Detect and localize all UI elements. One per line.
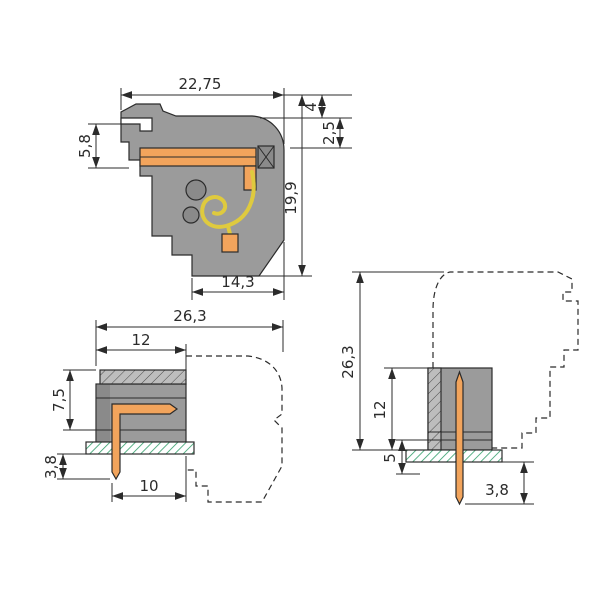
bottom-view: 26,3 12 7,5 3,8 10 xyxy=(42,307,284,503)
dim-label-pin-drop: 7,5 xyxy=(50,388,68,412)
dim-label-housing-width: 12 xyxy=(131,331,150,349)
dim-label-entry-height: 5,8 xyxy=(76,134,94,158)
housing-body xyxy=(95,383,187,453)
front-view: 26,3 12 5 3,8 xyxy=(339,271,579,506)
pcb xyxy=(405,449,503,463)
mating-outline-dashed xyxy=(186,355,283,503)
dim-label-side-width: 22,75 xyxy=(179,75,222,93)
housing-front-face xyxy=(97,385,110,451)
clamp-spring xyxy=(200,170,256,229)
dim-label-pin-protrusion: 3,8 xyxy=(42,455,60,479)
dim-label-bottom-total-width: 26,3 xyxy=(173,307,206,325)
housing-hole-upper xyxy=(185,179,207,201)
housing-hole-lower xyxy=(182,206,200,224)
solder-pin xyxy=(111,403,179,481)
dim-label-pin-edge-distance: 10 xyxy=(139,477,158,495)
shield-hatch xyxy=(99,369,187,385)
solder-pin xyxy=(455,370,464,506)
mating-outline-dashed xyxy=(432,271,579,449)
dim-label-board-clearance: 5 xyxy=(381,453,399,463)
dim-label-front-housing-height: 12 xyxy=(371,400,389,419)
side-view: 22,75 4 2,5 19,9 5,8 14,3 xyxy=(76,75,352,300)
dim-label-front-total-height: 26,3 xyxy=(339,345,357,378)
dim-label-top-offset: 2,5 xyxy=(320,121,338,145)
test-port-cross-line xyxy=(257,145,275,169)
dim-label-front-pin-protrusion: 3,8 xyxy=(485,481,509,499)
dim-label-latch-height: 4 xyxy=(302,102,320,112)
bottom-contact xyxy=(221,233,239,253)
shield-hatch xyxy=(427,367,442,451)
pcb xyxy=(85,441,195,455)
dim-label-base-width: 14,3 xyxy=(221,273,254,291)
dim-label-side-total-height: 19,9 xyxy=(282,181,300,214)
